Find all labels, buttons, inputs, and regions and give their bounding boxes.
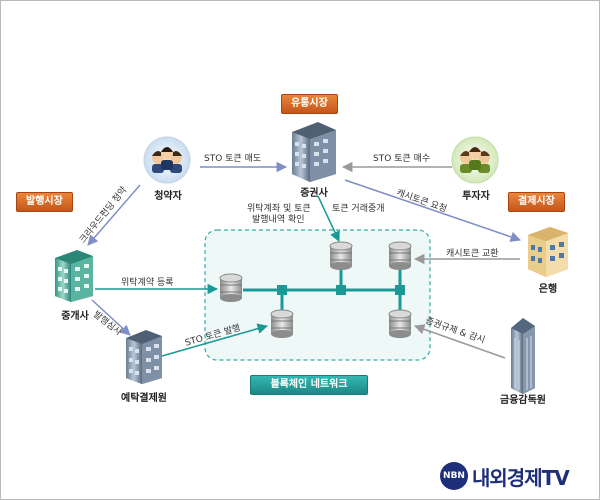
settlement-market-badge: 결제시장 [508,192,565,212]
database-icon [388,241,412,270]
ksd-building-icon [126,330,162,384]
distribution-market-badge: 유통시장 [281,94,338,114]
subscriber-label: 청약자 [154,191,182,202]
investor-icon [451,136,499,184]
cash-token-exchange-label: 캐시토큰 교환 [446,249,499,259]
bank-building-icon [528,227,568,277]
subscriber-icon [143,136,191,184]
database-icon [219,273,243,302]
trust-confirm-label-line2: 발행내역 확인 [252,215,305,225]
network-nodes [277,285,405,295]
sto-buy-label: STO 토큰 매수 [373,154,431,164]
arrow-issuance-review [91,299,131,336]
securities-firm-label: 증권사 [300,188,328,199]
arrow-regulation [414,324,506,359]
database-icon [270,309,294,338]
bank-label: 은행 [538,284,558,295]
logo-mark: NBN [440,462,468,490]
fss-label: 금융감독원 [500,395,546,406]
investor-label: 투자자 [462,191,490,202]
token-brokerage-label: 토큰 거래중개 [332,204,385,214]
sto-sell-label: STO 토큰 매도 [204,154,262,164]
broadcaster-logo: NBN 내외경제TV [440,462,570,490]
database-icon [329,241,353,270]
broker-label: 중개사 [61,311,89,322]
issuance-market-badge: 발행시장 [16,192,73,212]
fss-tower-icon [511,318,535,394]
database-icon [388,309,412,338]
trust-confirm-label-line1: 위탁계좌 및 토큰 [247,204,311,214]
broker-building-icon [55,250,93,302]
blockchain-network-badge: 블록체인 네트워크 [250,375,368,395]
securities-firm-building-icon [292,122,336,182]
trust-registration-label: 위탁계약 등록 [121,278,174,288]
arrow-crowdfunding [87,184,141,246]
logo-name: 내외경제TV [472,465,570,490]
arrow-cash-token-request [344,179,521,242]
arrow-token-brokerage [317,195,340,242]
arrow-sto-issuance [161,323,269,357]
ksd-label: 예탁결제원 [121,393,167,404]
